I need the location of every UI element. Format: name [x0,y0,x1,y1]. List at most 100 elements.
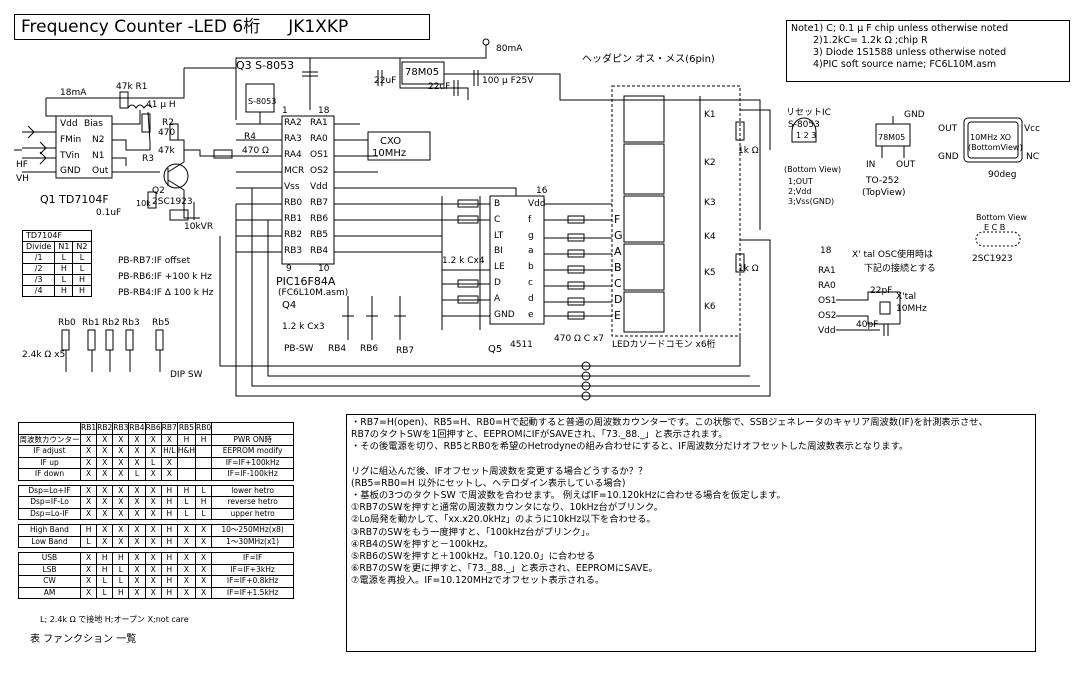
led-display-block [611,85,741,337]
function-table-cell: H [194,496,213,509]
pic-pin-label: OS2 [310,166,329,176]
label-22uf-a: 22uF [374,76,397,86]
note-1: Note1) C; 0.1 μ F chip unless otherwise … [791,23,1009,34]
function-table-cell: X [96,507,114,520]
function-table-cell: High Band [18,524,81,537]
ic4511-pin-label: C [494,214,501,225]
function-table-cell: X [128,552,146,565]
wire [112,157,127,166]
function-table-header-cell: RB2 [96,422,114,435]
function-table-cell: Dsp=Lo-IF [18,507,81,520]
wire [836,291,900,301]
label-hf: HF [16,160,28,170]
led-digit [623,195,665,243]
function-table-header-cell: RB0 [194,422,213,435]
function-table-cell: H [176,433,196,446]
label-4511: 4511 [510,340,533,350]
label-reset-pin-2: 2;Vdd [788,187,812,196]
function-table-cell: X [160,456,178,469]
function-table-cell: 1～30MHz(x1) [211,535,295,548]
label-reset-ic: リセットIC [786,108,831,118]
divide-table-cell: /3 [21,274,56,286]
function-table-cell: X [79,456,98,469]
description-line: (RB5=RB0=H 以外にセットし、ヘテロダイン表示している場合) [351,477,626,489]
function-table-cell: X [79,433,98,446]
function-table-cell: X [79,468,98,481]
description-line: ⑤RB6のSWを押すと＋100kHz。「10.120.0」に合わせる [351,551,596,563]
q1-pin-label: Out [92,166,109,176]
function-table-cell: X [144,524,162,537]
function-table-cell: H [160,575,178,588]
pic-pin-label: RB6 [310,214,329,224]
function-table-cell: L [194,507,213,520]
divide-table-cell: L [72,263,92,275]
function-table-cell: X [194,575,213,588]
function-table-cell: IF=IF+3kHz [211,563,295,576]
function-table-cell: X [112,496,130,509]
function-table-legend: L; 2.4k Ω で接地 H;オープン X;not care [40,615,189,624]
function-table-cell: X [79,563,98,576]
label-cxo: CXO [380,136,402,147]
function-table-cell: X [194,524,213,537]
wire [740,109,771,150]
ic4511-pin-label: BI [494,246,503,257]
resistor [119,91,129,109]
label-reg-gnd: GND [904,110,925,120]
label-pin-1: 1 [282,106,288,116]
ic4511-pin-label: B [494,199,501,209]
function-table-cell: X [160,468,178,481]
xtal-pin-label: OS1 [818,296,837,306]
label-q5: Q5 [488,344,503,355]
xtal-pin-label: RA1 [818,266,836,276]
q1-pin-label: GND [60,166,81,176]
function-table-cell: X [176,524,196,537]
function-table-cell: H [160,524,178,537]
supply-terminal [482,38,490,46]
function-table-cell: X [194,586,213,599]
label-41uh: 41 μ H [146,100,176,110]
function-table-cell: X [79,484,98,497]
function-table-cell: X [176,575,196,588]
function-table-gap [18,479,294,486]
function-table-cell: L [112,563,130,576]
crystal [879,301,891,315]
xtal-pin-label: Vdd [818,326,836,336]
pic-pin-label: RA0 [310,134,328,144]
dip-switch-label: Rb3 [122,318,140,328]
resistor [567,265,585,274]
function-table-cell: X [112,535,130,548]
digit-label: K3 [704,198,716,208]
diode [39,141,47,155]
resistor [457,279,479,288]
description-line: ・その後電源を切り、RB5とRB0を希望のHetrodyneの組み合わせにすると… [351,441,909,453]
wire [184,149,282,157]
label-xtal-18: 18 [820,246,832,256]
label-22uf-b: 22uF [428,82,451,92]
segment-label: G [614,229,623,242]
reset-ic-package [791,117,817,143]
function-table-cell: X [144,586,162,599]
description-line: ・RB7=H(open)、RB5=H、RB0=Hで起動すると普通の周波数カウンタ… [351,417,988,428]
function-table-cell: X [79,445,98,458]
label-pb-rb7: PB-RB7:IF offset [118,256,191,266]
pic16f84a [281,115,335,265]
label-90deg: 90deg [988,170,1017,180]
pic-pin-label: RB5 [310,230,329,240]
function-table-cell: X [144,445,162,458]
bus-wire [267,220,750,377]
function-table-cell: X [128,586,146,599]
pic-pin-label: Vss [284,182,300,192]
ic4511-pin-label: A [494,293,501,304]
function-table-cell: X [144,507,162,520]
function-table-cell: X [128,445,146,458]
label-2sc1923: 2SC1923 [972,254,1013,264]
label-r3: R3 [142,154,154,164]
divide-table-cell: N1 [54,241,74,253]
function-table-cell: lower hetro [211,484,295,497]
